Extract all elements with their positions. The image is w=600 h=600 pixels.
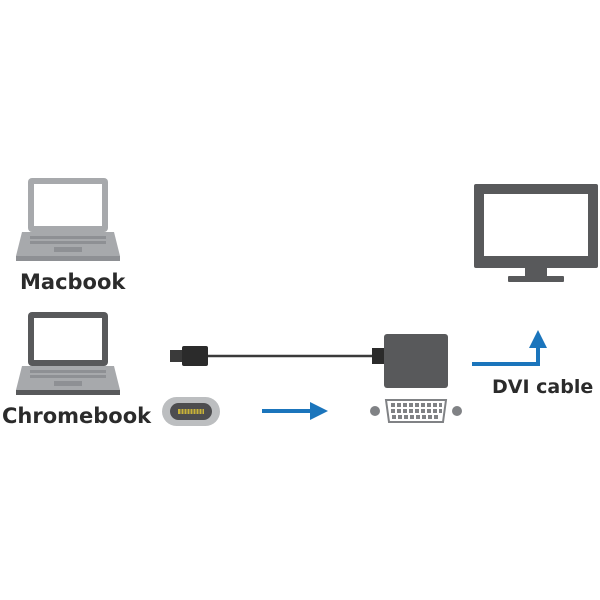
macbook-label: Macbook bbox=[20, 270, 126, 294]
up-arrow-icon bbox=[472, 330, 547, 366]
dvi-adapter-icon bbox=[384, 334, 448, 388]
usb-c-plug-icon bbox=[170, 346, 384, 366]
macbook-laptop-icon bbox=[16, 178, 120, 261]
usb-c-port-icon bbox=[162, 397, 220, 426]
dvi-cable-label: DVI cable bbox=[492, 376, 594, 398]
chromebook-laptop-icon bbox=[16, 312, 120, 395]
right-arrow-icon bbox=[262, 402, 328, 420]
chromebook-label: Chromebook bbox=[2, 404, 152, 428]
dvi-connector-icon bbox=[370, 399, 462, 423]
monitor-icon bbox=[474, 184, 598, 282]
